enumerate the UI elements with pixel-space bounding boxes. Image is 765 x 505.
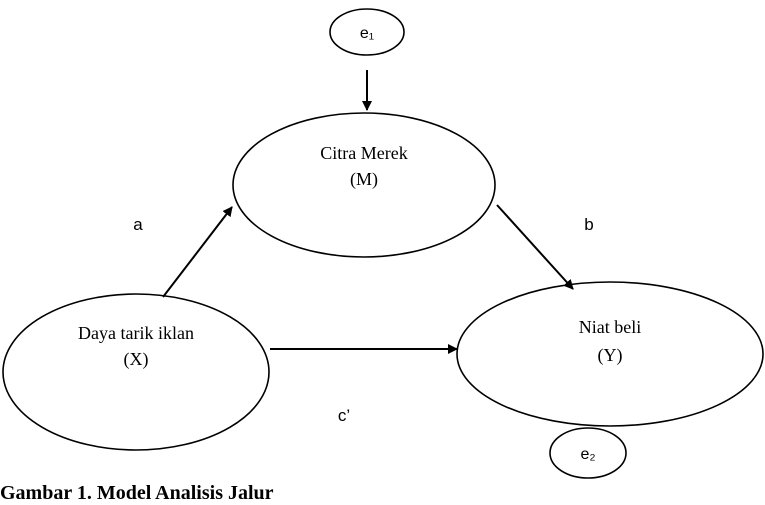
arrow-m-to-y [496,204,574,290]
node-daya-tarik-iklan-title: Daya tarik iklan [78,323,194,343]
node-citra-merek-symbol: (M) [350,169,378,190]
node-niat-beli-symbol: (Y) [598,345,623,366]
node-citra-merek-title: Citra Merek [320,143,407,163]
node-niat-beli: Niat beli (Y) [456,281,764,427]
node-niat-beli-title: Niat beli [579,317,641,337]
edge-label-a: a [133,215,143,234]
edge-label-b: b [584,215,593,234]
figure-caption: Gambar 1. Model Analisis Jalur [0,482,274,504]
error-node-e1: e₁ [329,8,405,56]
node-daya-tarik-iklan-symbol: (X) [124,349,149,370]
edge-label-c-prime: c’ [338,406,350,425]
error-node-e1-label: e₁ [360,25,374,42]
node-daya-tarik-iklan: Daya tarik iklan (X) [2,293,270,451]
node-citra-merek: Citra Merek (M) [232,112,496,258]
error-node-e2: e₂ [549,427,627,479]
error-node-e2-label: e₂ [580,446,595,463]
arrow-x-to-m [162,206,233,298]
